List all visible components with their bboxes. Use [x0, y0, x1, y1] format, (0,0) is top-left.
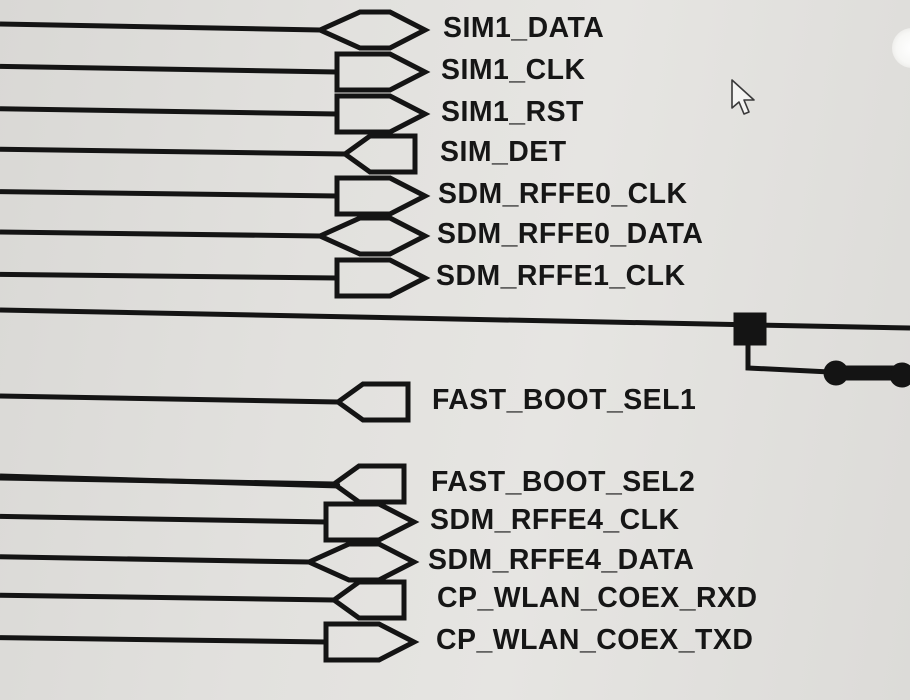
junction-square-icon: [733, 312, 767, 346]
net-label[interactable]: SDM_RFFE4_DATA: [428, 544, 695, 576]
bidirectional-port-icon[interactable]: [313, 215, 431, 257]
input-port-icon[interactable]: [329, 579, 407, 621]
net-wire: [0, 635, 327, 645]
net-label[interactable]: SDM_RFFE4_CLK: [430, 504, 680, 536]
net-wire: [0, 63, 338, 75]
output-port-icon[interactable]: [334, 93, 431, 135]
net-label[interactable]: SDM_RFFE0_DATA: [437, 218, 704, 250]
net-wire: [0, 21, 321, 33]
bidirectional-port-icon[interactable]: [313, 9, 431, 51]
bidirectional-port-icon[interactable]: [302, 541, 420, 583]
net-wire: [0, 393, 339, 405]
mouse-pointer-icon: [731, 79, 755, 115]
bus-wire: [0, 307, 910, 331]
net-label[interactable]: SDM_RFFE1_CLK: [436, 260, 686, 292]
net-wire: [0, 271, 338, 281]
input-port-icon[interactable]: [340, 133, 418, 175]
output-port-icon[interactable]: [334, 51, 431, 93]
net-wire: [0, 473, 341, 489]
net-label[interactable]: FAST_BOOT_SEL2: [431, 466, 696, 498]
net-wire: [0, 229, 321, 239]
output-port-icon[interactable]: [334, 257, 431, 299]
net-wire: [0, 513, 327, 525]
net-wire: [0, 592, 335, 603]
output-port-icon[interactable]: [323, 621, 420, 663]
screen-glare: [892, 28, 910, 68]
net-label[interactable]: SIM_DET: [440, 136, 567, 168]
input-port-icon[interactable]: [333, 381, 411, 423]
net-label[interactable]: CP_WLAN_COEX_RXD: [437, 582, 758, 614]
output-port-icon[interactable]: [334, 175, 431, 217]
net-label[interactable]: SIM1_DATA: [443, 12, 605, 44]
net-label[interactable]: SIM1_RST: [441, 96, 584, 128]
net-label[interactable]: SDM_RFFE0_CLK: [438, 178, 688, 210]
connection-dot-icon: [889, 362, 910, 388]
input-port-icon[interactable]: [329, 463, 407, 505]
net-wire: [0, 146, 346, 157]
output-port-icon[interactable]: [323, 501, 420, 543]
net-wire: [0, 554, 310, 565]
connection-dot-icon: [823, 360, 849, 386]
net-wire: [0, 189, 338, 199]
net-wire: [0, 106, 338, 117]
net-label[interactable]: SIM1_CLK: [441, 54, 586, 86]
net-label[interactable]: FAST_BOOT_SEL1: [432, 384, 697, 416]
net-label[interactable]: CP_WLAN_COEX_TXD: [436, 624, 754, 656]
